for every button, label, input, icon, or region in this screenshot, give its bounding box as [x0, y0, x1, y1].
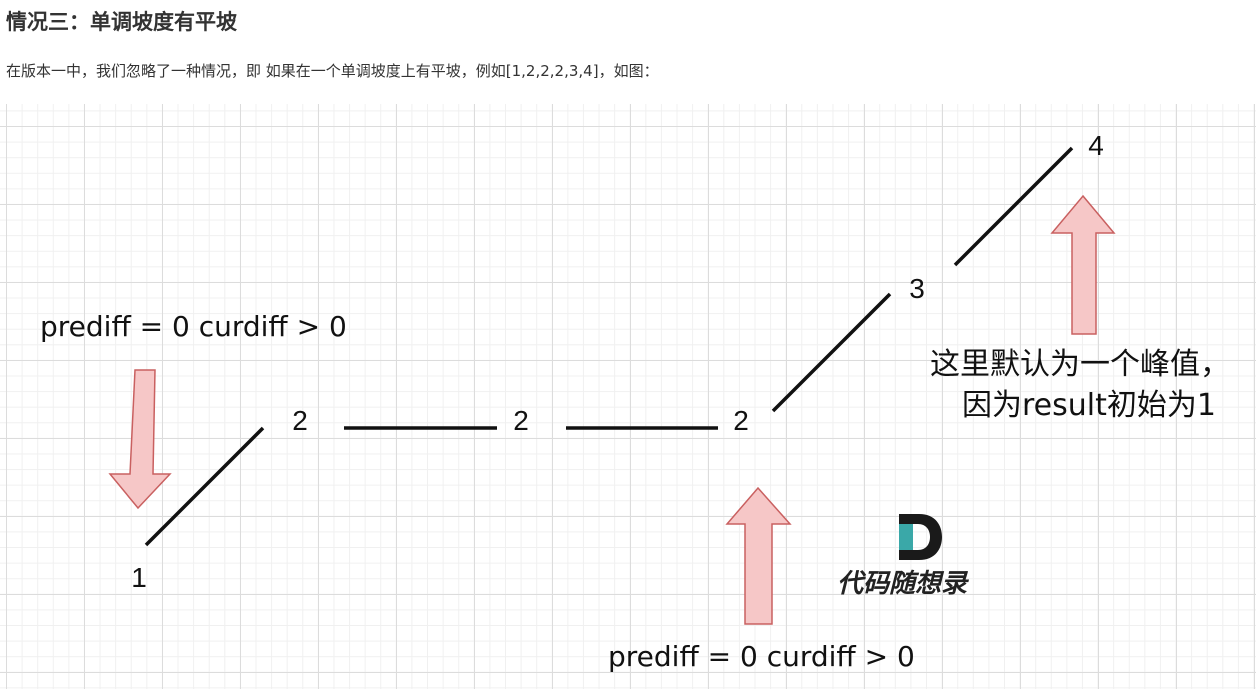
down-arrow-icon [108, 369, 172, 510]
node-label-1: 1 [131, 562, 147, 593]
node-label-4: 4 [1088, 130, 1104, 161]
annotation-right-line2: 因为result初始为1 [962, 388, 1216, 423]
annotation-left: prediff = 0 curdiff > 0 [40, 310, 347, 343]
up-arrow-icon [725, 486, 792, 625]
path-lines [144, 146, 1074, 547]
node-label-2: 2 [292, 405, 308, 436]
description-paragraph: 在版本一中，我们忽略了一种情况，即 如果在一个单调坡度上有平坡，例如[1,2,2… [6, 62, 659, 80]
logo-text: 代码随想录 [837, 569, 970, 599]
diagram-figure: 1 2 2 2 3 4 prediff = 0 curdiff > 0 pred… [0, 104, 1256, 689]
line-1-to-2 [144, 426, 265, 547]
diagram-canvas: 1 2 2 2 3 4 prediff = 0 curdiff > 0 pred… [40, 130, 1230, 673]
node-label-2a: 2 [513, 405, 529, 436]
section-heading: 情况三：单调坡度有平坡 [6, 10, 237, 34]
line-3-to-4 [953, 146, 1074, 267]
line-2b-to-3 [771, 292, 892, 413]
up-arrow-right-icon [1050, 194, 1116, 335]
node-label-2b: 2 [733, 405, 749, 436]
annotation-right-line1: 这里默认为一个峰值， [930, 347, 1230, 382]
logo-icon [899, 514, 942, 560]
annotation-bottom: prediff = 0 curdiff > 0 [608, 640, 915, 673]
node-label-3: 3 [909, 273, 925, 304]
